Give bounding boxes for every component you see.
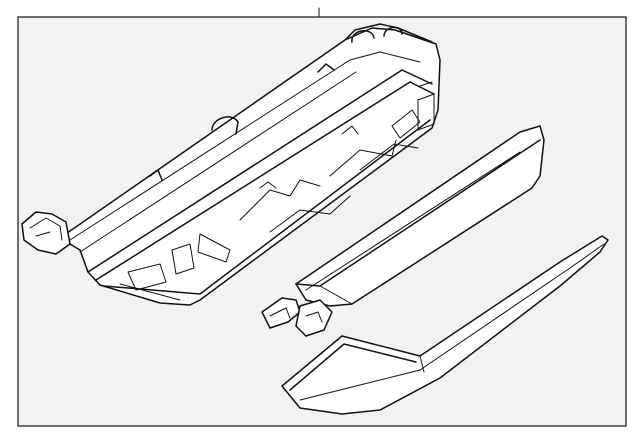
lamp-housing — [21, 23, 441, 306]
lens-strip — [261, 125, 545, 337]
trim-piece — [281, 235, 609, 415]
